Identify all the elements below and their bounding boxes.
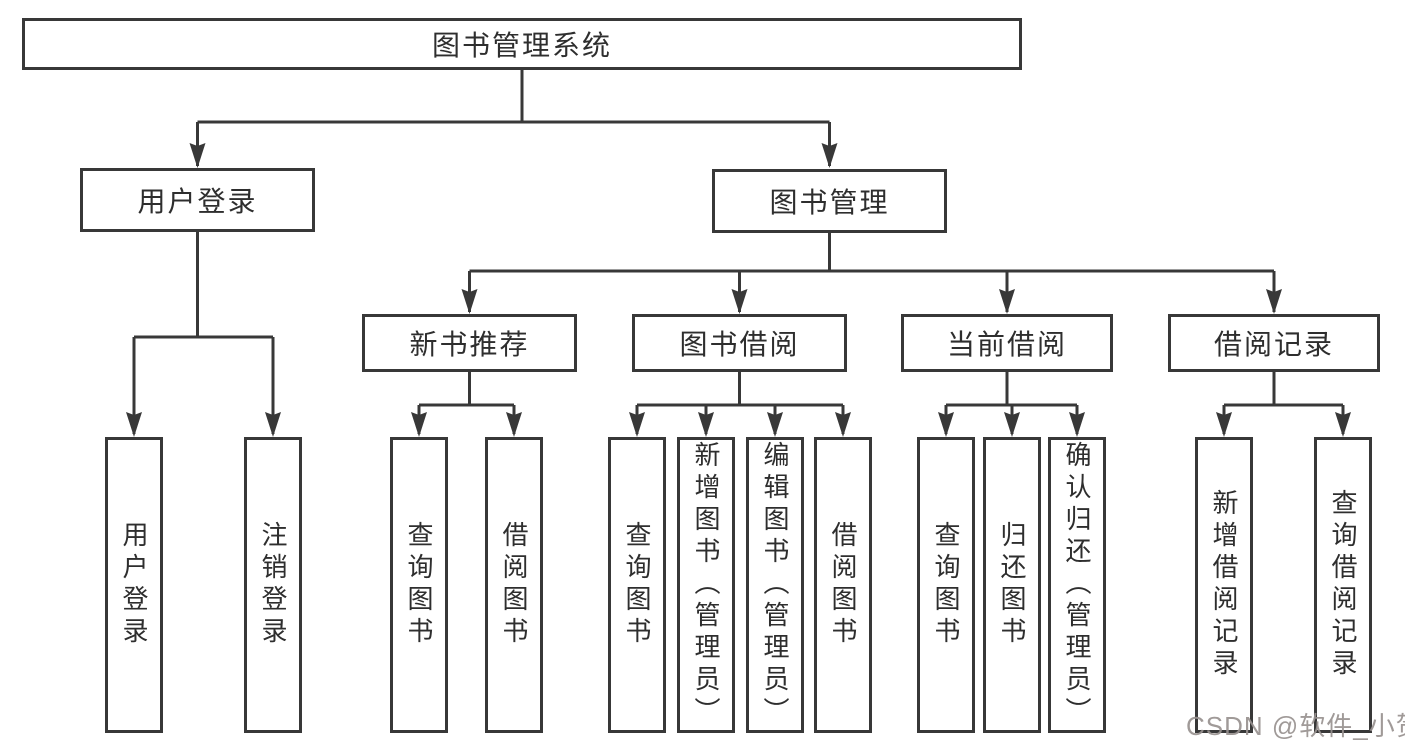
node-label: 新增图书（管理员） [691, 441, 721, 729]
node-label: 当前借阅 [946, 329, 1067, 360]
node-label: 注销登录 [258, 521, 288, 649]
node-book-borrowing: 图书借阅 [632, 314, 847, 372]
node-current-borrowing: 当前借阅 [901, 314, 1113, 372]
node-label: 确认归还（管理员） [1062, 441, 1092, 729]
node-label: 编辑图书（管理员） [760, 441, 790, 729]
node-borrow-records: 借阅记录 [1168, 314, 1380, 372]
node-user-login: 用户登录 [80, 168, 315, 232]
node-current-confirm-return-admin: 确认归还（管理员） [1048, 437, 1106, 733]
node-label: 借阅记录 [1213, 329, 1334, 360]
node-book-management: 图书管理 [712, 169, 947, 233]
node-label: 归还图书 [997, 521, 1027, 649]
node-label: 借阅图书 [499, 521, 529, 649]
node-label: 用户登录 [119, 521, 149, 649]
node-label: 图书借阅 [679, 329, 800, 360]
node-current-query-books: 查询图书 [917, 437, 975, 733]
node-label: 查询图书 [931, 521, 961, 649]
node-label: 新书推荐 [409, 329, 530, 360]
node-label: 用户登录 [137, 186, 258, 217]
node-label: 图书管理系统 [431, 30, 612, 61]
node-label: 图书管理 [769, 187, 890, 218]
node-recommend-borrow-books: 借阅图书 [485, 437, 543, 733]
node-user-login-leaf: 用户登录 [105, 437, 163, 733]
node-borrowing-edit-books-admin: 编辑图书（管理员） [746, 437, 804, 733]
node-label: 查询图书 [622, 521, 652, 649]
node-label: 查询借阅记录 [1328, 489, 1358, 681]
node-borrowing-borrow-books: 借阅图书 [814, 437, 872, 733]
node-new-book-recommendation: 新书推荐 [362, 314, 577, 372]
node-borrowing-query-books: 查询图书 [608, 437, 666, 733]
csdn-watermark: CSDN @软件_小贺同学 [1186, 711, 1405, 741]
node-recommend-query-books: 查询图书 [390, 437, 448, 733]
node-records-add-borrow-record: 新增借阅记录 [1195, 437, 1253, 733]
node-current-return-books: 归还图书 [983, 437, 1041, 733]
node-label: 新增借阅记录 [1209, 489, 1239, 681]
node-label: 查询图书 [404, 521, 434, 649]
node-borrowing-add-books-admin: 新增图书（管理员） [677, 437, 735, 733]
node-label: 借阅图书 [828, 521, 858, 649]
node-library-management-system: 图书管理系统 [22, 18, 1022, 70]
node-records-query-borrow-record: 查询借阅记录 [1314, 437, 1372, 733]
node-logout: 注销登录 [244, 437, 302, 733]
